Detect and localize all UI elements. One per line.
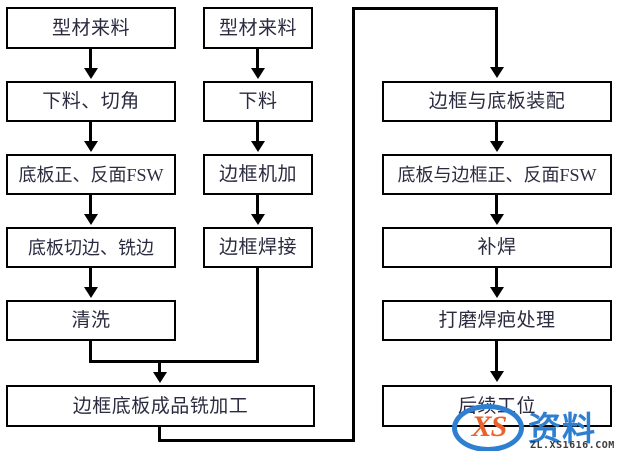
node-c1r1[interactable]: 型材来料 (6, 7, 176, 49)
connector-merge-drop (158, 360, 161, 374)
node-c1r5[interactable]: 清洗 (6, 300, 176, 341)
node-c3r3[interactable]: 底板与边框正、反面FSW (382, 154, 612, 195)
arrowhead-c2r1-c2r2 (251, 68, 265, 79)
arrowhead-c3r5-c3r6 (490, 371, 504, 382)
node-c2r4[interactable]: 边框焊接 (203, 227, 313, 268)
watermark-url-text: ZL.XS1616.COM (530, 440, 615, 451)
node-c1r2[interactable]: 下料、切角 (6, 81, 176, 122)
arrowhead-c1r1-c1r2 (84, 68, 98, 79)
node-c2r2[interactable]: 下料 (203, 81, 313, 122)
node-c2r3[interactable]: 边框机加 (203, 154, 313, 195)
node-merge-finish-milling[interactable]: 边框底板成品铣加工 (6, 385, 315, 427)
connector-merge-bottom-right (158, 439, 355, 442)
arrowhead-merge-node (153, 372, 167, 383)
node-c2r1[interactable]: 型材来料 (203, 7, 313, 49)
node-c1r3[interactable]: 底板正、反面FSW (6, 154, 176, 195)
connector-right-riser (352, 7, 355, 442)
connector-c1r1-c1r2 (89, 49, 92, 70)
node-c3r4[interactable]: 补焊 (382, 227, 612, 268)
arrowhead-c2r3-c2r4 (251, 214, 265, 225)
connector-c3r3-c3r4 (495, 195, 498, 216)
node-c3r2[interactable]: 边框与底板装配 (382, 81, 612, 122)
connector-c3-entry-drop (495, 7, 498, 68)
connector-c3r2-c3r3 (495, 122, 498, 143)
arrowhead-c1r3-c1r4 (84, 214, 98, 225)
arrowhead-c1r2-c1r3 (84, 141, 98, 152)
arrowhead-c3r2-c3r3 (490, 141, 504, 152)
node-c3r6[interactable]: 后续工位 (382, 385, 612, 427)
connector-c2r4-down (256, 268, 259, 363)
connector-c3r4-c3r5 (495, 268, 498, 289)
connector-c2r3-c2r4 (256, 195, 259, 216)
arrowhead-c2r2-c2r3 (251, 141, 265, 152)
connector-c1r2-c1r3 (89, 122, 92, 143)
arrowhead-c1r4-c1r5 (84, 287, 98, 298)
node-c1r4[interactable]: 底板切边、铣边 (6, 227, 176, 268)
connector-c1r4-c1r5 (89, 268, 92, 289)
arrowhead-c3r3-c3r4 (490, 214, 504, 225)
connector-c2r1-c2r2 (256, 49, 259, 70)
arrowhead-c3r2 (490, 67, 504, 78)
connector-c3r5-c3r6 (495, 341, 498, 373)
arrowhead-c3r4-c3r5 (490, 287, 504, 298)
connector-c1r3-c1r4 (89, 195, 92, 216)
connector-merge-bottom-drop (158, 427, 161, 442)
node-c3r5[interactable]: 打磨焊疤处理 (382, 300, 612, 341)
connector-top-to-c3 (352, 7, 498, 10)
connector-c1r5-down (89, 341, 92, 363)
connector-c2r2-c2r3 (256, 122, 259, 143)
connector-merge-horizontal (89, 360, 259, 363)
